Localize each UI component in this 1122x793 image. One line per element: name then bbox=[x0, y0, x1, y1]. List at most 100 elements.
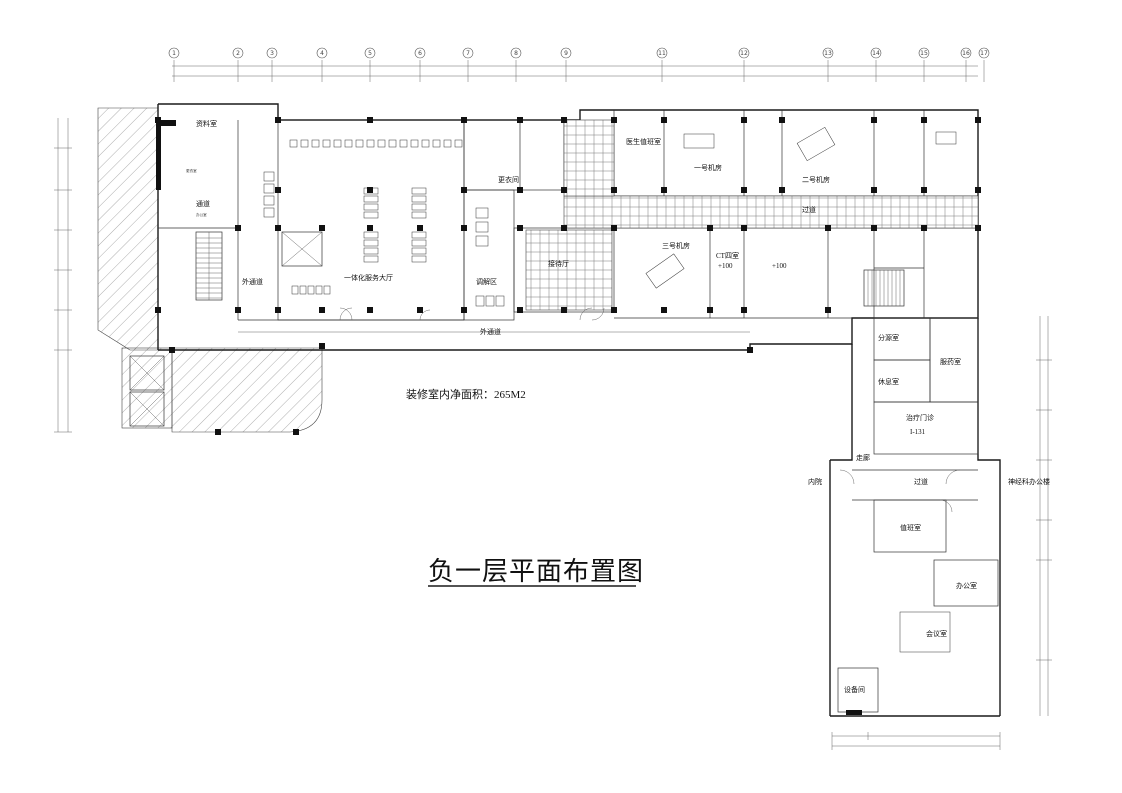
area-note: 装修室内净面积：265M2 bbox=[406, 387, 526, 401]
waiting-seat bbox=[411, 247, 427, 255]
column bbox=[275, 307, 281, 313]
axis-bubble bbox=[822, 47, 834, 59]
label-meeting-room: 会议室 bbox=[926, 629, 947, 638]
service-desk bbox=[300, 139, 309, 148]
label-outer-passage-left: 外通道 bbox=[242, 277, 263, 286]
axis-bubble bbox=[316, 47, 328, 59]
wall-block bbox=[156, 120, 161, 190]
column bbox=[319, 343, 325, 349]
column bbox=[871, 117, 877, 123]
column bbox=[517, 307, 523, 313]
column bbox=[517, 187, 523, 193]
mediation-table bbox=[475, 235, 489, 247]
column bbox=[561, 225, 567, 231]
column bbox=[825, 307, 831, 313]
column bbox=[461, 117, 467, 123]
wall-block bbox=[846, 710, 862, 715]
column bbox=[561, 187, 567, 193]
axis-bubble bbox=[918, 47, 930, 59]
axis-bubble bbox=[510, 47, 522, 59]
mediation-seat bbox=[495, 295, 505, 307]
axis-bubble bbox=[462, 47, 474, 59]
waiting-seat bbox=[363, 239, 379, 247]
column bbox=[235, 225, 241, 231]
column bbox=[319, 225, 325, 231]
service-desk bbox=[432, 139, 441, 148]
axis-label: 7 bbox=[466, 50, 470, 57]
label-office-small: 办公室 bbox=[196, 212, 207, 217]
service-desk bbox=[454, 139, 463, 148]
column bbox=[975, 117, 981, 123]
label-duty-room-2: 值班室 bbox=[900, 523, 921, 532]
label-outer-passage-bottom: 外通道 bbox=[480, 327, 501, 336]
mediation-seat bbox=[475, 295, 485, 307]
axis-label: 14 bbox=[872, 50, 880, 57]
column bbox=[707, 225, 713, 231]
wall-block bbox=[156, 120, 176, 126]
terminal bbox=[299, 285, 307, 295]
axis-bubble bbox=[168, 47, 180, 59]
drawing-title: 负一层平面布置图 bbox=[428, 557, 644, 586]
column bbox=[367, 187, 373, 193]
column bbox=[561, 117, 567, 123]
axis-bubble bbox=[738, 47, 750, 59]
right-wing-walls bbox=[829, 317, 1001, 717]
column bbox=[367, 307, 373, 313]
label-dispensing: 分源室 bbox=[878, 333, 899, 342]
label-duty-room: 医生值班室 bbox=[626, 137, 661, 146]
equipment bbox=[796, 126, 836, 162]
waiting-seat bbox=[411, 203, 427, 211]
axis-label: 13 bbox=[824, 50, 832, 57]
cabinet bbox=[263, 183, 275, 194]
waiting-seat bbox=[363, 195, 379, 203]
column bbox=[747, 347, 753, 353]
axis-label: 11 bbox=[658, 50, 666, 57]
equipment bbox=[935, 131, 957, 145]
waiting-seat bbox=[363, 247, 379, 255]
axis-bubble bbox=[870, 47, 882, 59]
column bbox=[707, 307, 713, 313]
column bbox=[517, 117, 523, 123]
waiting-seat bbox=[411, 211, 427, 219]
stair-right bbox=[863, 269, 905, 307]
meeting-table bbox=[899, 611, 951, 653]
column bbox=[293, 429, 299, 435]
terminal bbox=[315, 285, 323, 295]
label-pharmacy: 服药室 bbox=[940, 357, 961, 366]
column bbox=[611, 225, 617, 231]
furniture bbox=[263, 126, 957, 653]
column bbox=[367, 225, 373, 231]
service-desk bbox=[333, 139, 342, 148]
service-desk bbox=[289, 139, 298, 148]
axis-label: 9 bbox=[564, 50, 568, 57]
axis-label: 17 bbox=[980, 50, 988, 57]
service-desk bbox=[344, 139, 353, 148]
column bbox=[235, 307, 241, 313]
structural-columns bbox=[155, 117, 981, 435]
column bbox=[611, 187, 617, 193]
cabinet bbox=[263, 207, 275, 218]
equipment bbox=[683, 133, 715, 149]
column bbox=[169, 347, 175, 353]
label-machine-3: 三号机房 bbox=[662, 241, 690, 250]
label-mediation: 调解区 bbox=[476, 277, 497, 286]
axis-label: 16 bbox=[962, 50, 970, 57]
terminal bbox=[323, 285, 331, 295]
label-equipment-room: 设备间 bbox=[844, 685, 865, 694]
axis-label: 2 bbox=[236, 50, 240, 57]
label-reception: 接待厅 bbox=[548, 259, 569, 268]
stair-elevator-left bbox=[129, 231, 323, 427]
doors bbox=[339, 307, 961, 513]
column bbox=[779, 187, 785, 193]
column bbox=[825, 225, 831, 231]
waiting-seat bbox=[363, 203, 379, 211]
column bbox=[155, 307, 161, 313]
column bbox=[871, 187, 877, 193]
column bbox=[661, 117, 667, 123]
axis-bubble bbox=[978, 47, 990, 59]
service-desk bbox=[311, 139, 320, 148]
label-ct-level: +100 bbox=[718, 262, 733, 270]
axis-bubble bbox=[232, 47, 244, 59]
mediation-table bbox=[475, 221, 489, 233]
